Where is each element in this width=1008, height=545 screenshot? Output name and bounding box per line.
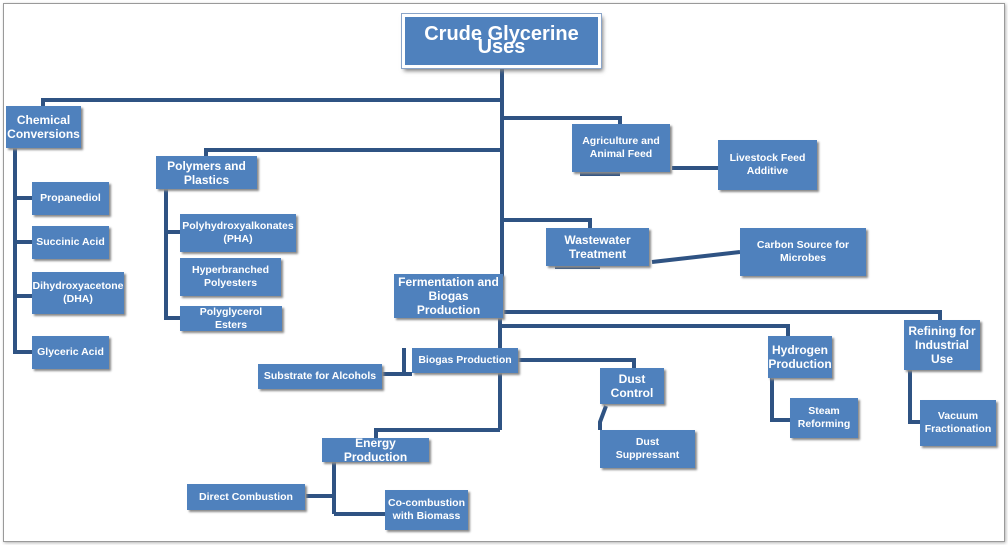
connector [518,358,636,368]
direct-combustion-node: Direct Combustion [187,484,305,510]
wastewater-node: Wastewater Treatment [546,228,649,266]
connector [374,428,500,438]
fermentation-node: Fermentation and Biogas Production [394,274,503,318]
substrate-node: Substrate for Alcohols [258,364,382,389]
root-node: Crude Glycerine Uses [401,13,602,69]
connector [500,324,790,336]
polymers-plastics-node: Polymers and Plastics [156,156,257,189]
biogas-production-node: Biogas Production [412,348,518,373]
refining-node: Refining for Industrial Use [904,320,980,370]
dust-suppressant-node: Dust Suppressant [600,430,695,468]
energy-production-node: Energy Production [322,436,429,464]
steam-reforming-node: Steam Reforming [790,398,858,438]
connector [908,370,920,424]
carbon-source-node: Carbon Source for Microbes [740,228,866,276]
cocombustion-node: Co-combustion with Biomass [385,490,468,530]
livestock-node: Livestock Feed Additive [718,140,817,190]
dha-node: Dihydroxyacetone (DHA) [32,272,124,314]
connector [504,310,942,320]
glyceric-acid-node: Glyceric Acid [32,336,109,369]
connector [204,148,500,158]
connector [504,116,622,124]
agriculture-node: Agriculture and Animal Feed [572,124,670,172]
polyglycerol-node: Polyglycerol Esters [180,306,282,331]
connector [770,378,790,422]
connector [651,250,741,264]
succinic-acid-node: Succinic Acid [32,226,109,259]
connector [504,218,592,228]
vacuum-node: Vacuum Fractionation [920,400,996,446]
hydrogen-node: Hydrogen Production [768,336,832,378]
connector [41,98,500,108]
connector [598,405,608,430]
propanediol-node: Propanediol [32,182,109,215]
pha-node: Polyhydroxyalkonates (PHA) [180,214,296,252]
chemical-conversions-node: Chemical Conversions [6,106,81,148]
dust-control-node: Dust Control [600,368,664,404]
hyperbranched-node: Hyperbranched Polyesters [180,258,281,296]
